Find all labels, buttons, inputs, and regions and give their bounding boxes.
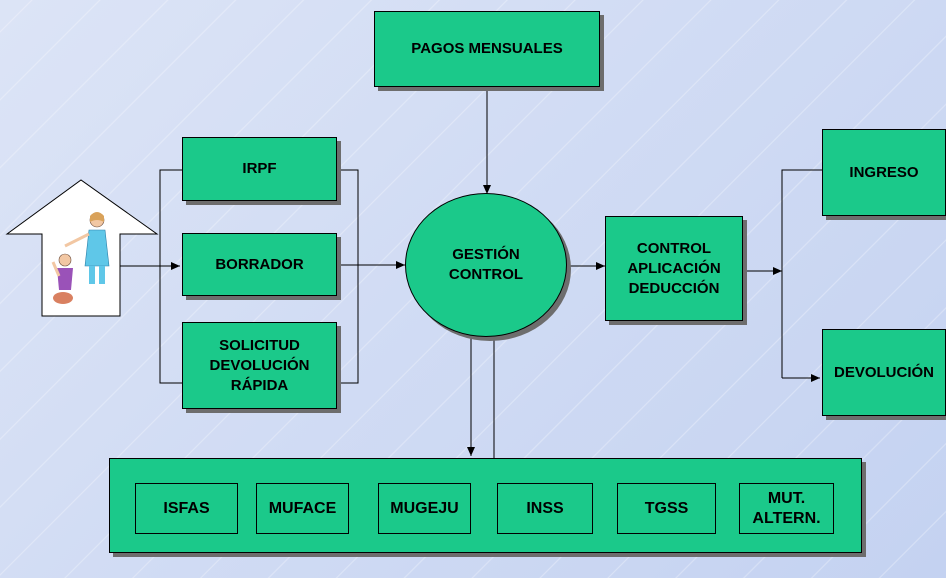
entity-muface: MUFACE [256,483,349,534]
pagos-mensuales-box: PAGOS MENSUALES [374,11,600,87]
entity-tgss: TGSS [617,483,716,534]
control-aplicacion-deduccion-box: CONTROL APLICACIÓN DEDUCCIÓN [605,216,743,321]
family-house-icon [5,179,159,317]
borrador-box: BORRADOR [182,233,337,296]
irpf-box: IRPF [182,137,337,201]
entity-inss: INSS [497,483,593,534]
solicitud-devolucion-rapida-box: SOLICITUD DEVOLUCIÓN RÁPIDA [182,322,337,409]
gestion-control-ellipse: GESTIÓN CONTROL [405,193,567,337]
entity-isfas: ISFAS [135,483,238,534]
ingreso-box: INGRESO [822,129,946,216]
entity-mut-altern: MUT. ALTERN. [739,483,834,534]
entity-mugeju: MUGEJU [378,483,471,534]
devolucion-box: DEVOLUCIÓN [822,329,946,416]
